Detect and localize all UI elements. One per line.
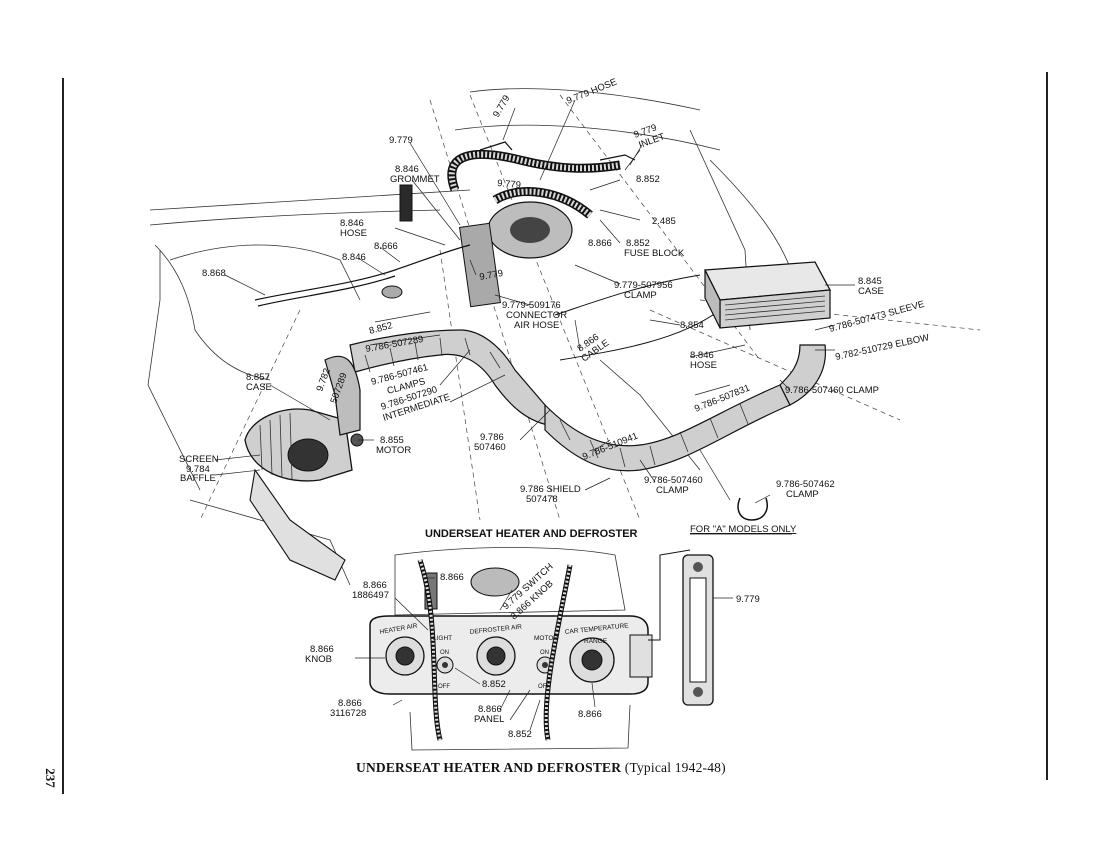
- label-8846-grommet: 8.846: [395, 164, 419, 175]
- control-panel-detail: [369, 547, 714, 751]
- face-range: RANGE: [584, 638, 608, 645]
- face-motor: MOTOR: [534, 635, 558, 642]
- page-caption-sub: (Typical 1942-48): [624, 760, 726, 775]
- label-9779-b: 9.779: [497, 178, 522, 191]
- page-caption-main: UNDERSEAT HEATER AND DEFROSTER: [356, 760, 622, 775]
- label-fuse-block: FUSE BLOCK: [624, 248, 685, 259]
- label-9779-a: 9.779: [389, 135, 413, 146]
- label-507478: 507478: [526, 494, 558, 505]
- label-9786-shield: 9.786 SHIELD: [520, 484, 581, 495]
- panel-label-3116728: 3116728: [330, 708, 366, 719]
- a-model-clamp-detail: [737, 497, 768, 521]
- label-case-a: CASE: [858, 286, 884, 297]
- label-9784: 9.784: [186, 464, 210, 475]
- label-clamp-b: CLAMP: [656, 485, 689, 496]
- label-9786-507462: 9.786-507462: [776, 479, 835, 490]
- face-light: LIGHT: [433, 635, 452, 642]
- face-motor-on: ON: [540, 650, 549, 656]
- label-8855: 8.855: [380, 435, 404, 446]
- panel-label-panel: PANEL: [474, 714, 504, 725]
- main-air-duct: [349, 329, 827, 472]
- label-9786-a: 9.786: [480, 432, 504, 443]
- label-9786-507473-sleeve: 9.786-507473 SLEEVE: [828, 299, 926, 335]
- panel-label-8852-a: 8.852: [482, 679, 506, 690]
- label-8845: 8.845: [858, 276, 882, 287]
- panel-leader-lines: [355, 577, 733, 731]
- panel-label-8866-b: 8.866: [363, 580, 387, 591]
- leader-lines: [214, 99, 855, 504]
- label-clamp-c: CLAMP: [786, 489, 819, 500]
- label-8852-b: 8.852: [368, 320, 394, 337]
- left-page-rule: [62, 78, 64, 794]
- defroster-hoses: [447, 141, 636, 219]
- label-9779-top: 9.779: [491, 93, 512, 119]
- label-motor: MOTOR: [376, 445, 411, 456]
- label-connector: CONNECTOR: [506, 310, 567, 321]
- label-8857: 8.857: [246, 372, 270, 383]
- engine-compartment-parts: [254, 184, 721, 361]
- panel-label-9779: 9.779: [736, 594, 760, 605]
- label-case-b: CASE: [246, 382, 272, 393]
- label-8666: 8.666: [374, 241, 398, 252]
- face-motor-off: OFF: [538, 684, 550, 690]
- label-507460-a: 507460: [474, 442, 506, 453]
- label-baffle: BAFFLE: [180, 473, 216, 484]
- panel-label-1886497: 1886497: [352, 590, 389, 601]
- label-9782-510729-elbow: 9.782-510729 ELBOW: [834, 332, 930, 363]
- label-8846-hose-c-num: 8.846: [690, 350, 714, 361]
- label-9786-507460-b: 9.786-507460: [644, 475, 703, 486]
- label-8852-a: 8.852: [636, 174, 660, 185]
- face-light-off: OFF: [438, 684, 450, 690]
- label-clamp-a: CLAMP: [624, 290, 657, 301]
- defroster-case-box: [703, 261, 832, 329]
- label-air-hose: AIR HOSE: [514, 320, 559, 331]
- label-8846-hose-num: 8.846: [340, 218, 364, 229]
- label-hose-c: HOSE: [690, 360, 717, 371]
- underseat-heater-unit: [244, 355, 364, 581]
- label-9779-507956: 9.779-507956: [614, 280, 673, 291]
- grommet-block: [399, 184, 413, 222]
- label-8868: 8.868: [202, 268, 226, 279]
- a-models-note: FOR "A" MODELS ONLY: [690, 524, 797, 535]
- panel-label-8866-panel-num: 8.866: [478, 704, 502, 715]
- panel-label-8866-knob-num: 8.866: [310, 644, 334, 655]
- right-page-rule: [1046, 72, 1048, 780]
- panel-label-8866-a: 8.866: [440, 572, 464, 583]
- label-2485: 2.485: [652, 216, 676, 227]
- label-8852-fuse: 8.852: [626, 238, 650, 249]
- face-light-on: ON: [440, 650, 449, 656]
- label-9779-hose: 9.779 HOSE: [565, 77, 619, 107]
- label-9779-c: 9.779: [479, 268, 504, 283]
- label-screen: SCREEN: [179, 454, 219, 465]
- label-8846-hose: HOSE: [340, 228, 367, 239]
- label-9786-507460-clamp: 9.786-507460 CLAMP: [785, 385, 879, 396]
- label-8846-b: 8.846: [342, 252, 366, 263]
- label-8854: 8.854: [680, 320, 704, 331]
- panel-label-8866-c: 8.866: [338, 698, 362, 709]
- label-grommet: GROMMET: [390, 174, 440, 185]
- label-8866-a: 8.866: [588, 238, 612, 249]
- panel-label-knob: KNOB: [305, 654, 332, 665]
- figure-title: UNDERSEAT HEATER AND DEFROSTER: [425, 528, 638, 540]
- panel-label-8852-b: 8.852: [508, 729, 532, 740]
- label-9779-509176: 9.779-509176: [502, 300, 561, 311]
- page-caption: UNDERSEAT HEATER AND DEFROSTER (Typical …: [356, 760, 726, 776]
- panel-label-8866-d: 8.866: [578, 709, 602, 720]
